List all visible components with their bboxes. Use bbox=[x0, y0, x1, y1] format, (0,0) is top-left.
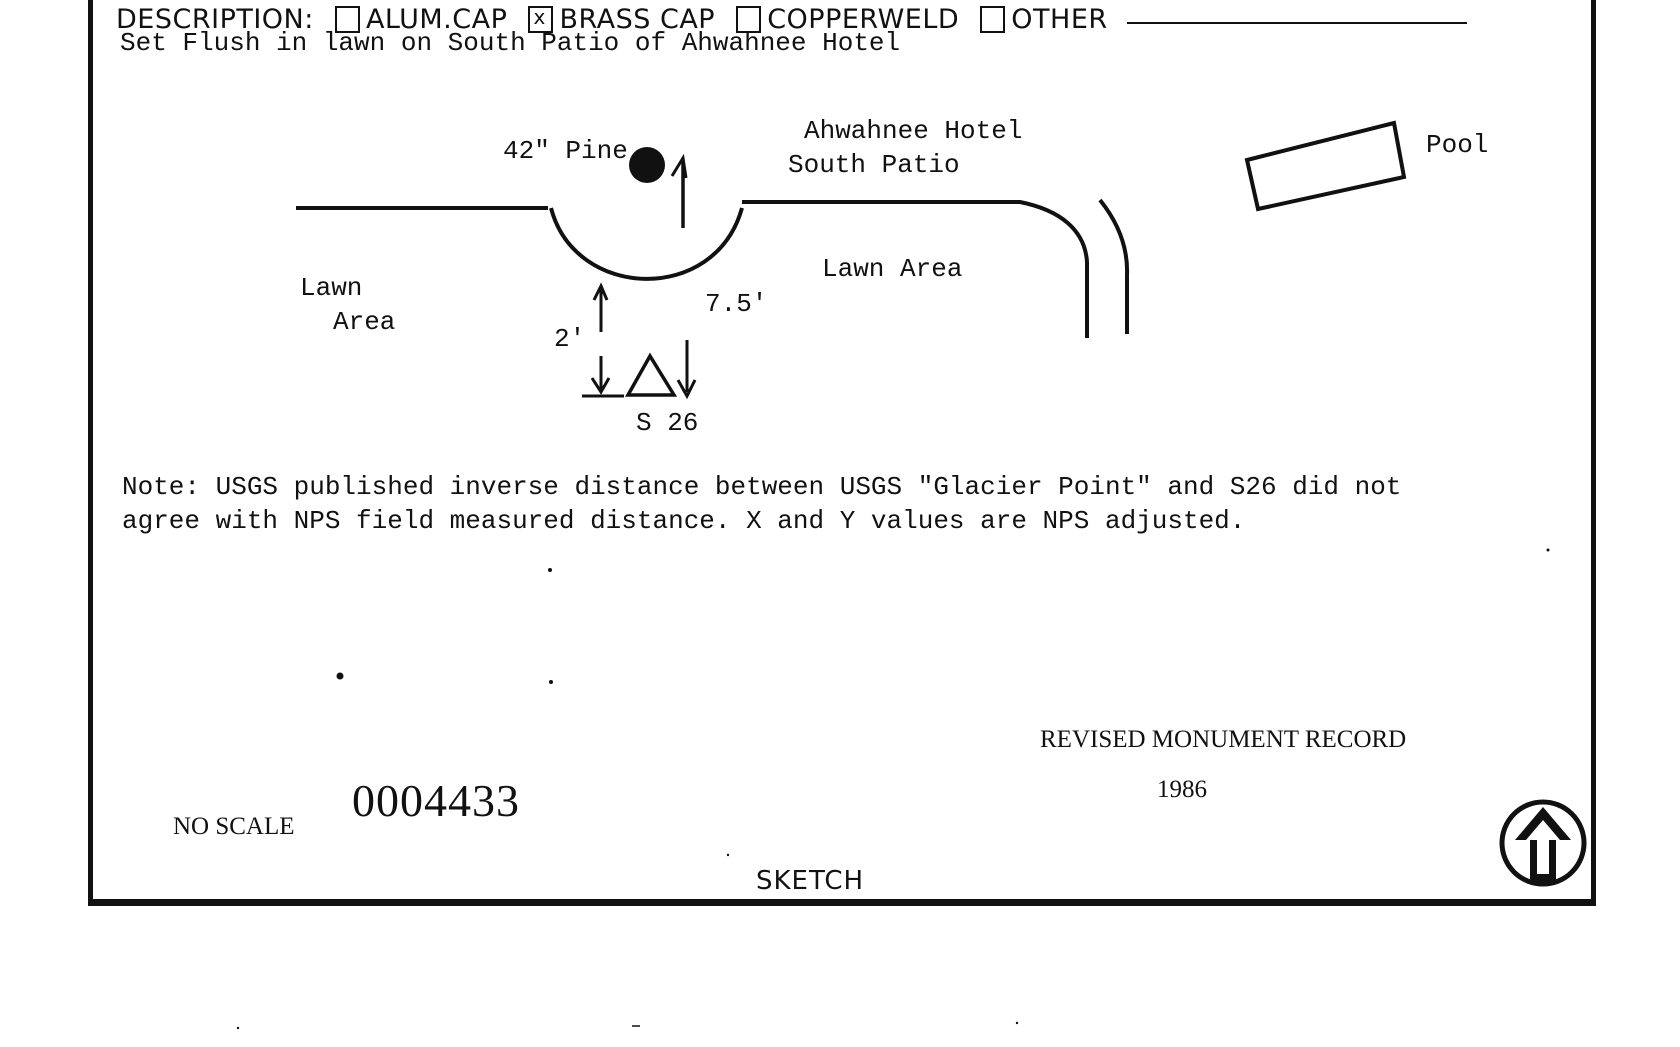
pine-tree-symbol bbox=[629, 147, 665, 183]
description-text: Set Flush in lawn on South Patio of Ahwa… bbox=[120, 28, 901, 58]
checkbox-copperweld[interactable] bbox=[736, 6, 762, 33]
description-row: DESCRIPTION: ALUM.CAP x BRASS CAP COPPERW… bbox=[116, 4, 1467, 35]
note-line1: Note: USGS published inverse distance be… bbox=[122, 472, 1402, 502]
patio-label-line1: Ahwahnee Hotel bbox=[804, 116, 1023, 146]
radius-dimension-arrowhead bbox=[676, 379, 697, 400]
document-number: 0004433 bbox=[352, 775, 520, 826]
sketch-title: SKETCH bbox=[756, 866, 865, 896]
no-scale-label: NO SCALE bbox=[173, 813, 295, 840]
north-arrow-icon bbox=[1499, 799, 1587, 887]
walkway-edge bbox=[1098, 198, 1130, 334]
speck bbox=[549, 680, 553, 684]
note-line2: agree with NPS field measured distance. … bbox=[122, 506, 1246, 536]
pool-outline bbox=[1244, 120, 1407, 212]
checkbox-other[interactable] bbox=[980, 6, 1006, 33]
pine-dimension-arrowhead bbox=[670, 153, 688, 179]
station-triangle-icon bbox=[625, 352, 678, 397]
pine-label: 42" Pine bbox=[503, 136, 628, 166]
tree-well-arc bbox=[549, 207, 744, 281]
patio-label-line2: South Patio bbox=[788, 150, 960, 180]
station-label: S 26 bbox=[636, 408, 699, 438]
radius-dimension-label: 7.5' bbox=[705, 289, 768, 319]
speck bbox=[1546, 548, 1550, 552]
form-frame bbox=[88, 0, 1596, 906]
offset-arrow-lower-head bbox=[590, 377, 611, 395]
lawn-left-label-line2: Area bbox=[333, 307, 396, 337]
option-brass-cap-label: BRASS CAP bbox=[559, 4, 716, 35]
checkbox-brass-cap[interactable]: x bbox=[528, 5, 554, 33]
speck bbox=[548, 568, 552, 572]
speck bbox=[1015, 1021, 1019, 1025]
option-copperweld-label: COPPERWELD bbox=[767, 4, 960, 35]
lawn-right-label: Lawn Area bbox=[822, 254, 963, 284]
speck bbox=[336, 672, 344, 680]
other-blank-line bbox=[1126, 22, 1467, 24]
pool-label: Pool bbox=[1426, 130, 1489, 160]
option-other-label: OTHER bbox=[1011, 4, 1108, 35]
lawn-left-label-line1: Lawn bbox=[300, 273, 363, 303]
checkbox-alum-cap[interactable] bbox=[334, 6, 360, 33]
option-alum-cap-label: ALUM.CAP bbox=[365, 4, 508, 35]
offset-dimension-arrowhead bbox=[592, 282, 609, 301]
description-label: DESCRIPTION: bbox=[116, 4, 314, 35]
offset-dimension-label: 2' bbox=[554, 324, 586, 354]
speck bbox=[236, 1026, 240, 1030]
checkbox-mark: x bbox=[533, 5, 546, 29]
revised-record-label: REVISED MONUMENT RECORD bbox=[1040, 726, 1407, 753]
speck bbox=[726, 853, 730, 857]
patio-edge-right bbox=[742, 200, 1089, 338]
record-year: 1986 bbox=[1157, 776, 1207, 803]
